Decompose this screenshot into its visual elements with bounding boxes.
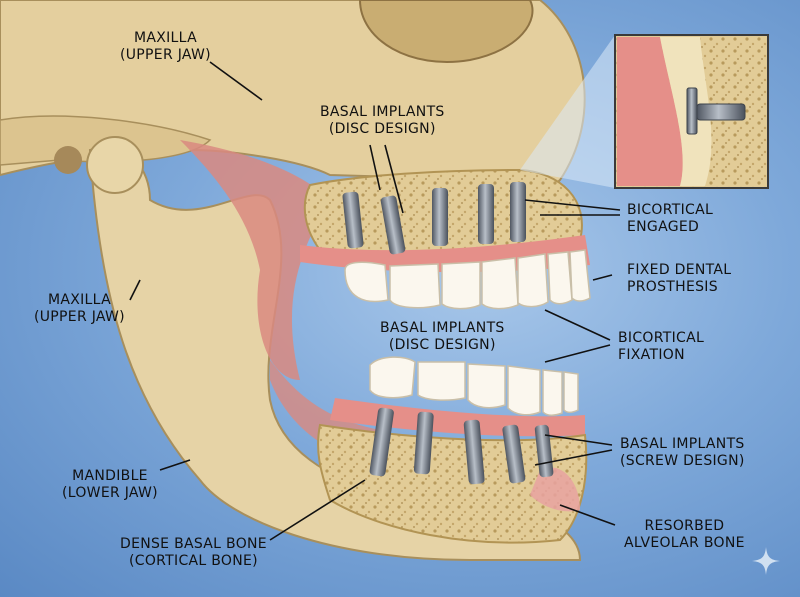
- label-maxilla-left: MAXILLA(UPPER JAW): [34, 292, 125, 325]
- lower-gum: [330, 398, 585, 437]
- label-maxilla-top: MAXILLA(UPPER JAW): [120, 30, 211, 63]
- condyle: [86, 136, 144, 194]
- label-basal-implants-disc-top: BASAL IMPLANTS(DISC DESIGN): [320, 104, 445, 137]
- resorbed-bone-area: [530, 467, 580, 512]
- ear-canal: [54, 146, 82, 174]
- sparkle-icon: [752, 547, 780, 575]
- inset-cortex: [660, 37, 712, 186]
- lower-teeth: [369, 356, 579, 416]
- label-basal-implants-disc-mid: BASAL IMPLANTS(DISC DESIGN): [380, 320, 505, 353]
- orbit: [358, 0, 534, 63]
- masseter-muscle: [180, 140, 330, 380]
- label-mandible: MANDIBLE(LOWER JAW): [62, 468, 158, 501]
- inset-implant: [686, 87, 746, 135]
- upper-teeth: [344, 249, 591, 310]
- label-basal-implants-screw: BASAL IMPLANTS(SCREW DESIGN): [620, 436, 745, 469]
- lower-implants: [369, 407, 554, 485]
- inset-gum: [617, 37, 683, 186]
- inset-connector: [520, 35, 615, 188]
- label-dense-basal-bone: DENSE BASAL BONE(CORTICAL BONE): [120, 536, 267, 569]
- leader-lines: [129, 61, 621, 541]
- upper-implants: [342, 182, 526, 255]
